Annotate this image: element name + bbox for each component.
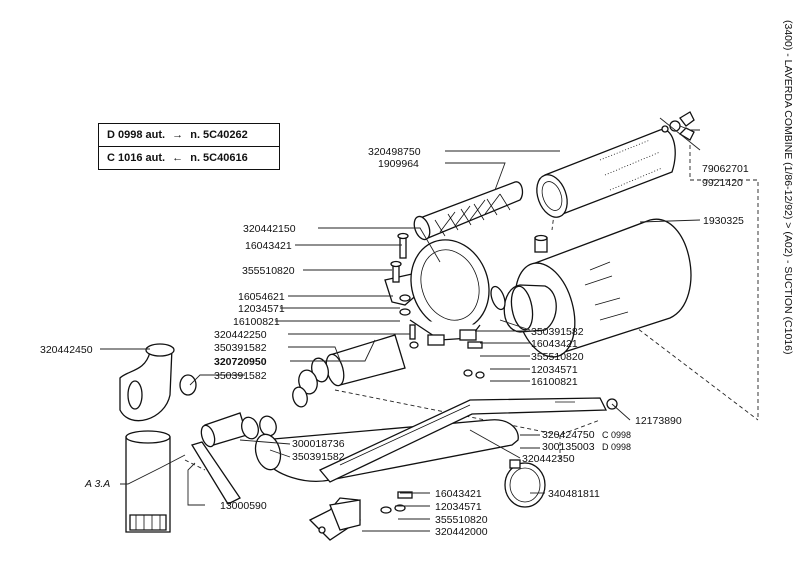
legend-row-d0998: D 0998 aut. → n. 5C40262	[99, 124, 279, 146]
legend-model: C 1016 aut.	[107, 152, 166, 164]
part-label: 350391582	[214, 370, 267, 382]
part-label: 1909964	[378, 158, 419, 170]
arrow-right-icon: →	[172, 129, 184, 141]
part-label: 300018736	[292, 438, 345, 450]
part-label: 340481811	[548, 488, 600, 500]
part-variant-label: D 0998	[602, 442, 631, 452]
part-label: 320498750	[368, 146, 421, 158]
air-filter-cartridge	[536, 129, 676, 218]
part-label: 355510820	[435, 514, 488, 526]
legend-serial: n. 5C40616	[190, 152, 248, 164]
dashed-guide-lines	[184, 145, 759, 471]
part-label: 1930325	[703, 215, 744, 227]
leader-lines	[100, 117, 701, 532]
part-label: 16100821	[233, 316, 280, 328]
part-label: 12173890	[635, 415, 682, 427]
part-label: 350391582	[531, 326, 584, 338]
part-label: 320442150	[243, 223, 296, 235]
main-intake-pipe	[254, 397, 608, 483]
legend-serial: n. 5C40262	[190, 129, 248, 141]
part-label-group: 320424750 C 0998	[542, 429, 631, 441]
part-label: 320424750	[542, 429, 595, 441]
lower-support-bracket	[308, 491, 413, 541]
part-label: 355510820	[531, 351, 584, 363]
part-label: 320442000	[435, 526, 488, 538]
part-label: 13000590	[220, 500, 267, 512]
part-label: 12034571	[435, 501, 482, 513]
connecting-hoses	[292, 334, 406, 408]
legend-model: D 0998 aut.	[107, 129, 166, 141]
right-fasteners	[463, 285, 618, 410]
legend-row-c1016: C 1016 aut. ← n. 5C40616	[99, 146, 279, 169]
part-label: 16043421	[245, 240, 292, 252]
air-filter-housing	[503, 218, 692, 358]
part-label: 320442450	[40, 344, 93, 356]
part-label: 350391582	[214, 342, 267, 354]
dust-valve	[534, 234, 548, 253]
part-label: 16054621	[238, 291, 285, 303]
part-label: 12034571	[238, 303, 285, 315]
elbow-pipe	[119, 343, 197, 422]
part-label: 12034571	[531, 364, 578, 376]
part-label: 16100821	[531, 376, 578, 388]
part-labels: 320498750 1909964 79062701 9921420 19303…	[40, 146, 749, 538]
part-label: 79062701	[702, 163, 749, 175]
arrow-left-icon: ←	[172, 152, 184, 164]
safety-filter-element	[413, 181, 524, 241]
part-label: 300135003	[542, 441, 595, 453]
part-label: 320720950	[214, 356, 267, 368]
part-label: 350391582	[292, 451, 345, 463]
part-label: 9921420	[702, 177, 743, 189]
part-label-group: 300135003 D 0998	[542, 441, 631, 453]
part-label: 320442250	[214, 329, 267, 341]
serial-legend-table: D 0998 aut. → n. 5C40262 C 1016 aut. ← n…	[98, 123, 280, 170]
intake-tubes	[191, 412, 277, 505]
band-clamp	[504, 459, 546, 508]
pre-cleaner-tube	[125, 430, 171, 533]
part-variant-label: C 0998	[602, 430, 631, 440]
part-label: 320442350	[522, 453, 575, 465]
bracket-fasteners	[390, 232, 419, 349]
part-label: 16043421	[435, 488, 482, 500]
reference-label: A 3.A	[84, 478, 110, 490]
part-label: 16043421	[531, 338, 578, 350]
part-label: 355510820	[242, 265, 295, 277]
wing-nut	[661, 111, 695, 141]
